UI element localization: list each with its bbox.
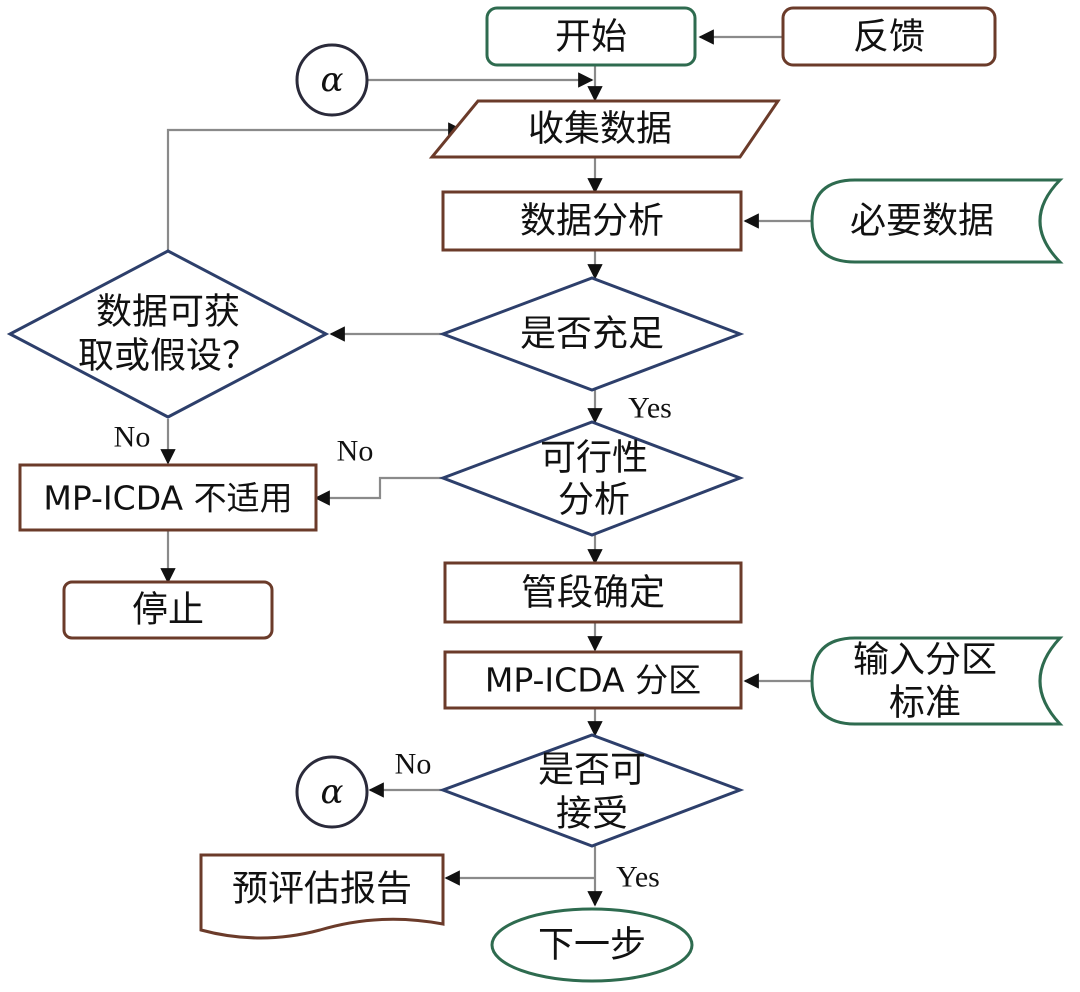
obtainable-decision: 数据可获 取或假设？ <box>6 249 330 419</box>
alpha-connector-bottom: α <box>295 755 369 829</box>
stop-node: 停止 <box>62 580 274 640</box>
segment-define-node: 管段确定 <box>443 561 743 624</box>
mp-icda-na-label: MP-ICDA 不适用 <box>43 479 292 518</box>
label-no-feasibility: No <box>337 435 374 468</box>
alpha-connector-top: α <box>295 43 369 117</box>
feedback-label: 反馈 <box>853 17 925 58</box>
input-criteria-line1: 输入分区 <box>853 640 997 681</box>
necessary-data-node: 必要数据 <box>810 178 1064 264</box>
edge-feasibility-to-na <box>314 476 443 506</box>
label-no-obtainable: No <box>114 421 151 454</box>
mp-icda-partition-label: MP-ICDA 分区 <box>485 661 701 700</box>
segment-define-label: 管段确定 <box>521 573 665 614</box>
alpha-bottom-label: α <box>321 772 344 812</box>
acceptable-decision: 是否可 接受 <box>438 733 745 848</box>
mp-icda-not-applicable-node: MP-ICDA 不适用 <box>18 463 318 532</box>
feasibility-label-line1: 可行性 <box>540 438 648 479</box>
start-node: 开始 <box>485 6 697 67</box>
obtainable-label-line1: 数据可获 <box>96 292 240 333</box>
data-analysis-label: 数据分析 <box>520 201 664 242</box>
data-analysis-node: 数据分析 <box>441 190 743 252</box>
collect-data-label: 收集数据 <box>528 109 672 150</box>
label-yes-sufficient: Yes <box>628 392 672 425</box>
mp-icda-partition-node: MP-ICDA 分区 <box>443 650 743 710</box>
feasibility-decision: 可行性 分析 <box>438 420 745 537</box>
input-criteria-node: 输入分区 标准 <box>810 636 1064 726</box>
start-label: 开始 <box>555 17 627 58</box>
pre-report-label: 预评估报告 <box>232 869 412 910</box>
sufficient-decision: 是否充足 <box>438 276 745 392</box>
next-step-label: 下一步 <box>538 925 646 966</box>
label-yes-acceptable: Yes <box>616 861 660 894</box>
sufficient-label: 是否充足 <box>520 314 664 355</box>
necessary-data-label: 必要数据 <box>850 201 994 242</box>
feedback-node: 反馈 <box>781 6 997 67</box>
input-criteria-line2: 标准 <box>889 683 961 724</box>
collect-data-node: 收集数据 <box>428 99 781 159</box>
acceptable-label-line1: 是否可 <box>538 750 646 791</box>
pre-report-node: 预评估报告 <box>199 853 445 940</box>
feasibility-label-line2: 分析 <box>558 480 630 521</box>
edges <box>160 29 812 907</box>
next-step-node: 下一步 <box>490 907 694 983</box>
alpha-top-label: α <box>321 60 344 100</box>
edge-obtainable-loop-to-collect <box>166 122 464 251</box>
acceptable-label-line2: 接受 <box>556 794 628 835</box>
label-no-acceptable: No <box>395 748 432 781</box>
stop-label: 停止 <box>132 590 204 631</box>
obtainable-label-line2: 取或假设？ <box>78 336 258 377</box>
